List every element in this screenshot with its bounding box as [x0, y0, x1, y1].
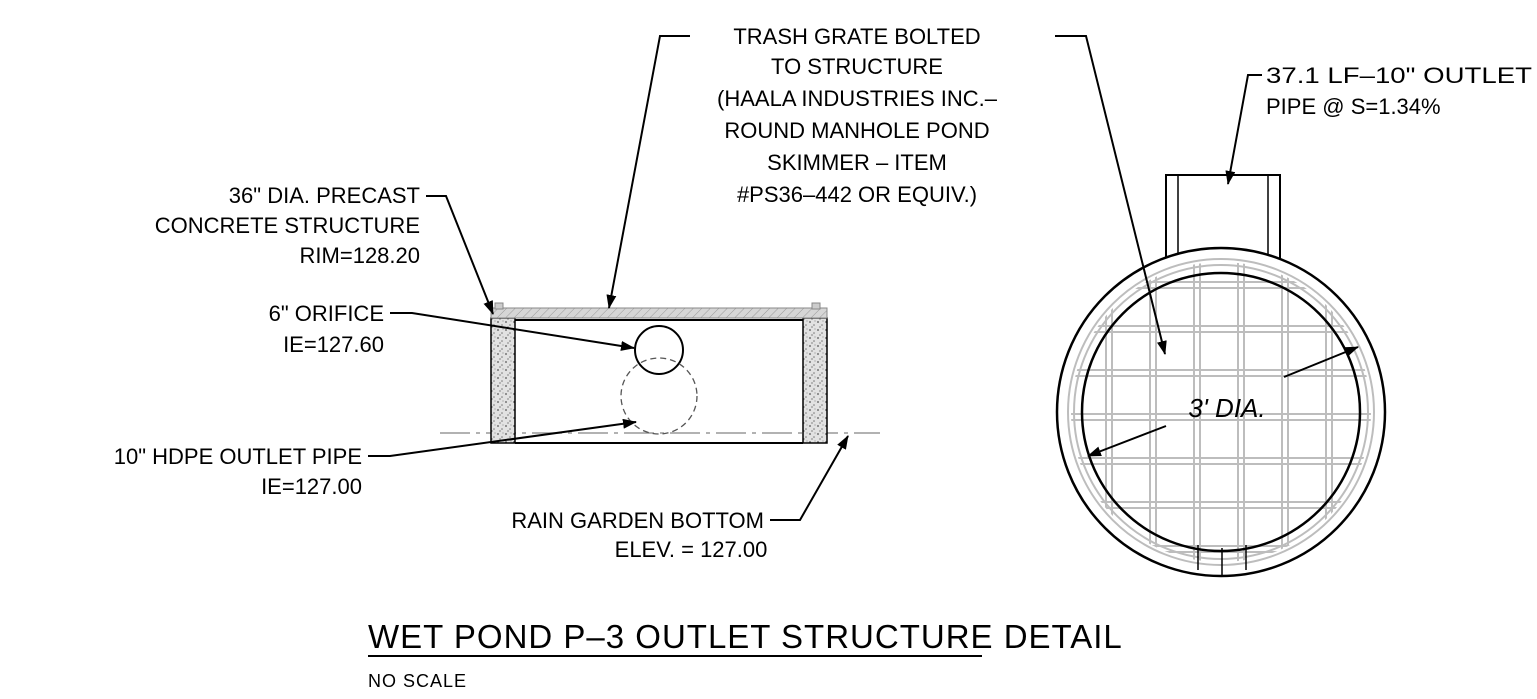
orifice-circle — [634, 325, 684, 375]
drawing-subtitle: NO SCALE — [368, 671, 467, 691]
outlet-pipe-label: 10" HDPE OUTLET PIPE IE=127.00 — [114, 444, 362, 499]
trash-grate-line-3: (HAALA INDUSTRIES INC.– — [717, 86, 998, 111]
dim-arrow-left — [1087, 425, 1167, 457]
trash-grate-line-4: ROUND MANHOLE POND — [724, 118, 989, 143]
section-view — [440, 302, 880, 444]
precast-label: 36" DIA. PRECAST CONCRETE STRUCTURE RIM=… — [155, 183, 420, 268]
plan-view — [1055, 174, 1387, 578]
right-wall — [802, 317, 828, 444]
leader-outlet-lf — [1225, 74, 1262, 185]
leader-trash-grate-plan — [1055, 35, 1167, 355]
outlet-lf-line-2: PIPE @ S=1.34% — [1266, 94, 1441, 119]
trash-grate-label: TRASH GRATE BOLTED TO STRUCTURE (HAALA I… — [717, 24, 998, 207]
orifice-label: 6" ORIFICE IE=127.60 — [269, 301, 384, 357]
leader-rain-garden — [770, 435, 849, 521]
outlet-pipe-line-1: 10" HDPE OUTLET PIPE — [114, 444, 362, 469]
left-wall — [490, 317, 516, 444]
leader-outlet-pipe — [368, 418, 637, 457]
grate-bolt-right — [811, 302, 821, 310]
trash-grate-line-5: SKIMMER – ITEM — [767, 150, 947, 175]
precast-line-1: 36" DIA. PRECAST — [229, 183, 420, 208]
outlet-pipe-line-2: IE=127.00 — [261, 474, 362, 499]
trash-grate-line-1: TRASH GRATE BOLTED — [733, 24, 980, 49]
outlet-lf-label: 37.1 LF–10" OUTLET PIPE @ S=1.34% — [1266, 63, 1532, 119]
outlet-pipe-hidden-circle — [620, 357, 698, 435]
grate-ring-outer — [1067, 258, 1375, 566]
precast-line-3: RIM=128.20 — [300, 243, 420, 268]
rain-garden-line-1: RAIN GARDEN BOTTOM — [511, 508, 764, 533]
rain-garden-label: RAIN GARDEN BOTTOM ELEV. = 127.00 — [511, 508, 767, 562]
outlet-pipe-stub — [1165, 174, 1281, 261]
orifice-line-2: IE=127.60 — [283, 332, 384, 357]
dim-arrow-right — [1283, 346, 1359, 378]
drawing-title: WET POND P–3 OUTLET STRUCTURE DETAIL — [368, 618, 1123, 655]
leader-orifice — [390, 312, 635, 351]
title-block: WET POND P–3 OUTLET STRUCTURE DETAIL NO … — [368, 618, 1123, 691]
trash-grate-line-2: TO STRUCTURE — [771, 54, 943, 79]
diameter-dimension-label: 3' DIA. — [1188, 393, 1265, 423]
section-leaders — [368, 35, 849, 521]
rain-garden-line-2: ELEV. = 127.00 — [615, 537, 768, 562]
precast-line-2: CONCRETE STRUCTURE — [155, 213, 420, 238]
leader-precast — [426, 195, 494, 315]
plan-leaders — [1055, 35, 1359, 457]
trash-grate-line-6: #PS36–442 OR EQUIV.) — [737, 182, 977, 207]
grate-bolt-left — [494, 302, 504, 310]
orifice-line-1: 6" ORIFICE — [269, 301, 384, 326]
outlet-lf-line-1: 37.1 LF–10" OUTLET — [1266, 63, 1532, 88]
structure-inner-circle — [1080, 271, 1362, 553]
grate-ring-inner — [1073, 264, 1369, 560]
structure-outer-circle — [1055, 246, 1387, 578]
trash-grate-plate — [490, 307, 828, 319]
leader-trash-grate — [606, 35, 690, 309]
